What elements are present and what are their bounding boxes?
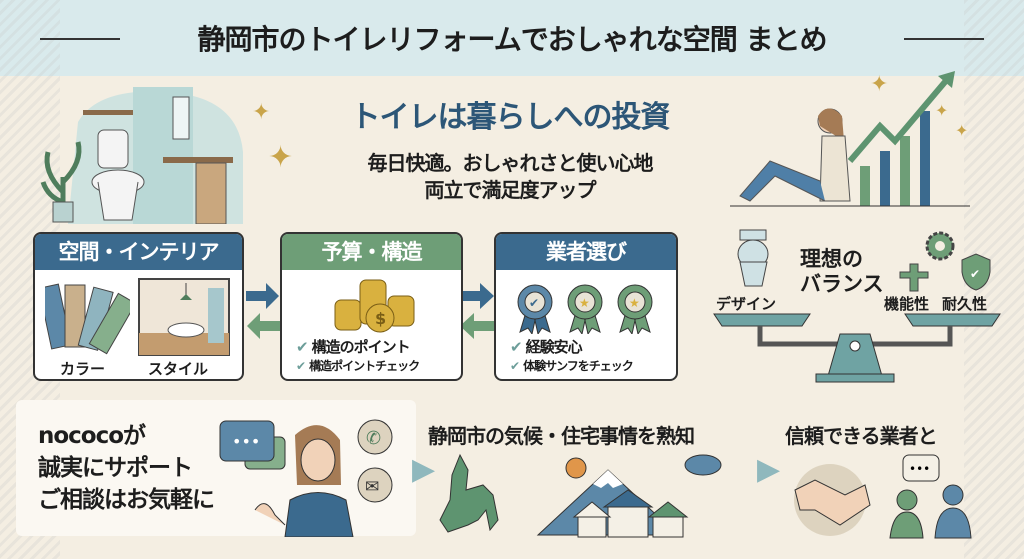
title-rule-left: [40, 38, 120, 40]
trust-title: 信頼できる業者と: [785, 424, 938, 448]
svg-text:★: ★: [629, 296, 640, 310]
support-text-line3: ご相談はお気軽に: [38, 487, 215, 513]
check-icon: ✔: [296, 359, 306, 373]
balance-title-line1: 理想の: [800, 247, 863, 271]
check-item: ✔体験サンフをチェック: [510, 357, 634, 374]
card-space-interior: 空間・インテリア カラー スタイル: [33, 232, 244, 381]
check-item: ✔構造のポイント: [296, 336, 411, 357]
svg-text:✦: ✦: [935, 101, 948, 120]
hero-subtitle-line1: 毎日快適。おしゃれさと使い心地: [367, 151, 654, 175]
balance-title-line2: バランス: [800, 272, 884, 296]
card-contractor-selection: 業者選び ✔ ★ ★ ✔経験安心 ✔体験サンフをチェック: [494, 232, 678, 381]
svg-text:•••: •••: [909, 462, 930, 476]
card-title: 業者選び: [496, 234, 676, 270]
award-badges-icon: ✔ ★ ★: [517, 284, 653, 334]
check-text: 構造のポイント: [311, 338, 411, 356]
support-text-line1: nococoが: [38, 423, 146, 449]
svg-text:•••: •••: [232, 432, 260, 451]
check-item: ✔構造ポイントチェック: [296, 357, 420, 374]
check-text: 体験サンフをチェック: [523, 359, 634, 373]
support-operator-illustration: ••• ✆ ✉: [219, 419, 393, 537]
svg-text:✆: ✆: [366, 428, 381, 449]
label-style: スタイル: [148, 360, 209, 378]
chevron-right-icon: ▶: [412, 452, 436, 487]
title-rule-right: [904, 38, 984, 40]
balance-label-durability: 耐久性: [942, 295, 988, 313]
hero-headline: トイレは暮らしへの投資: [350, 100, 671, 135]
support-panel: [16, 400, 416, 536]
check-text: 経験安心: [525, 338, 583, 356]
balance-label-function: 機能性: [884, 295, 930, 313]
check-icon: ✔: [510, 338, 523, 356]
toilet-room-illustration: [40, 87, 243, 224]
card-title: 空間・インテリア: [35, 234, 242, 270]
climate-title: 静岡市の気候・住宅事情を熟知: [428, 424, 695, 448]
svg-text:$: $: [375, 309, 386, 328]
chevron-right-icon: ▶: [757, 452, 781, 487]
woman-growth-chart-illustration: ✦ ✦ ✦: [730, 71, 970, 207]
balance-label-design: デザイン: [716, 295, 777, 313]
sparkle-icon: ✦: [268, 140, 294, 175]
double-arrow-icon: [460, 283, 494, 339]
title-band: [0, 0, 1024, 76]
sparkle-icon: ✦: [252, 100, 271, 125]
svg-text:✔: ✔: [529, 296, 539, 310]
check-item: ✔経験安心: [510, 336, 583, 357]
card-title: 予算・構造: [282, 234, 461, 270]
page-title: 静岡市のトイレリフォームでおしゃれな空間 まとめ: [197, 23, 828, 56]
svg-text:✦: ✦: [870, 72, 888, 97]
check-text: 構造ポイントチェック: [309, 359, 420, 373]
hero-subtitle-line2: 両立で満足度アップ: [424, 178, 597, 202]
check-icon: ✔: [510, 359, 520, 373]
support-text-line2: 誠実にサポート: [38, 455, 193, 481]
svg-text:✦: ✦: [955, 121, 968, 140]
double-arrow-icon: [246, 283, 280, 339]
label-color: カラー: [60, 360, 106, 378]
balance-scale-illustration: ✔: [713, 229, 1001, 383]
svg-text:✉: ✉: [365, 477, 379, 497]
card-budget-structure: 予算・構造 $ ✔構造のポイント ✔構造ポイントチェック: [280, 232, 463, 381]
handshake-people-illustration: •••: [794, 454, 972, 539]
svg-text:★: ★: [579, 296, 590, 310]
color-swatch-icon: [45, 283, 130, 355]
check-icon: ✔: [296, 338, 309, 356]
coins-icon: $: [334, 279, 415, 333]
interior-style-icon: [138, 278, 230, 356]
shizuoka-mountain-houses-illustration: [439, 453, 722, 538]
svg-text:✔: ✔: [970, 267, 980, 281]
